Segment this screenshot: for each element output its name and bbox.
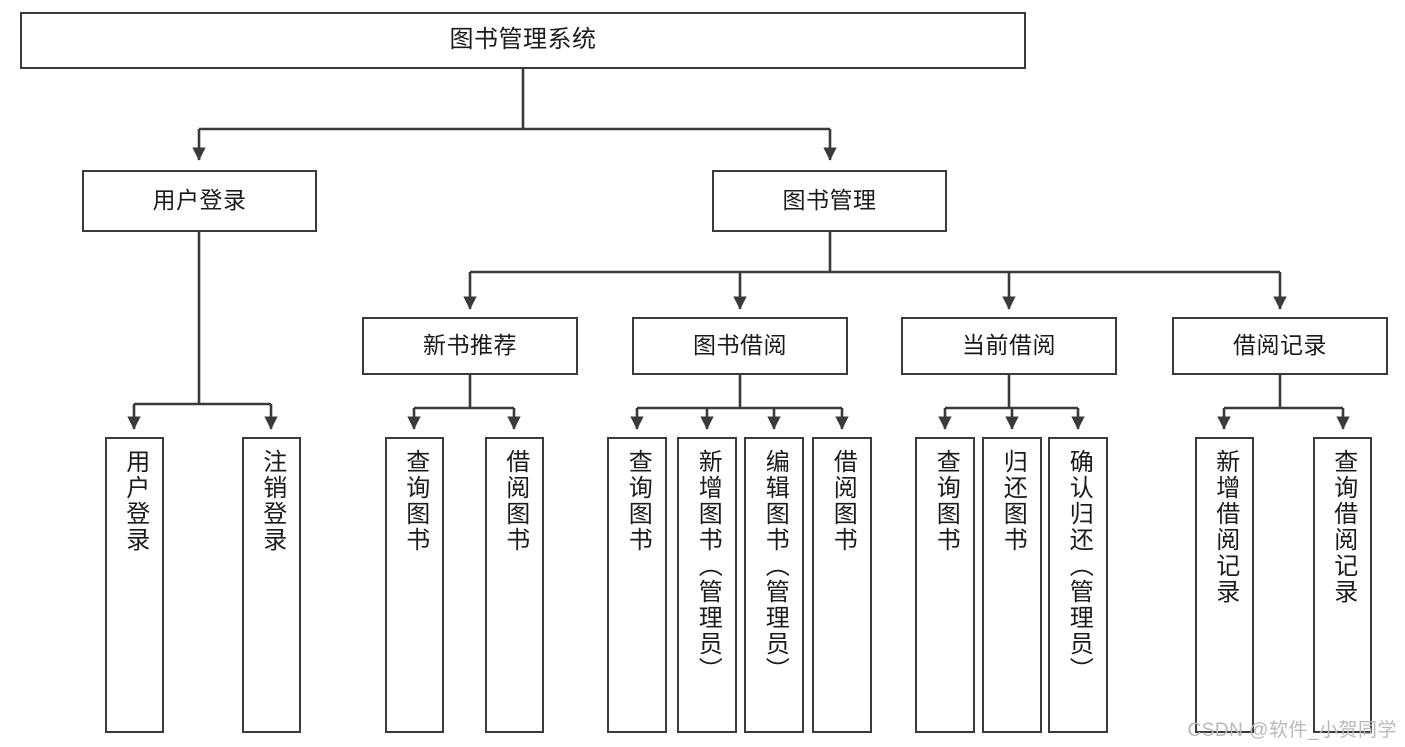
leaf-user-login-signout[interactable]: 注销登录 bbox=[242, 437, 301, 733]
node-user-login[interactable]: 用户登录 bbox=[82, 170, 317, 232]
node-label: 图书管理系统 bbox=[449, 26, 597, 54]
node-label: 确认归还（管理员） bbox=[1065, 449, 1093, 683]
leaf-current-borrow-return[interactable]: 归还图书 bbox=[982, 437, 1042, 733]
node-label: 用户登录 bbox=[121, 449, 149, 553]
node-label: 图书借阅 bbox=[693, 332, 787, 359]
leaf-borrow-record-query[interactable]: 查询借阅记录 bbox=[1313, 437, 1372, 733]
node-label: 新增图书（管理员） bbox=[694, 449, 722, 683]
leaf-book-borrow-lend[interactable]: 借阅图书 bbox=[812, 437, 872, 733]
node-label: 新增借阅记录 bbox=[1211, 449, 1239, 605]
node-current-borrow[interactable]: 当前借阅 bbox=[901, 317, 1117, 375]
node-label: 借阅图书 bbox=[829, 449, 857, 553]
node-label: 注销登录 bbox=[258, 449, 286, 553]
leaf-new-book-query[interactable]: 查询图书 bbox=[385, 437, 444, 733]
node-label: 新书推荐 bbox=[423, 332, 517, 359]
node-label: 借阅图书 bbox=[501, 449, 529, 553]
node-label: 借阅记录 bbox=[1233, 332, 1327, 359]
leaf-book-borrow-query[interactable]: 查询图书 bbox=[607, 437, 667, 733]
node-book-borrow[interactable]: 图书借阅 bbox=[632, 317, 848, 375]
node-label: 查询借阅记录 bbox=[1329, 449, 1357, 605]
node-root-system[interactable]: 图书管理系统 bbox=[20, 12, 1026, 69]
node-label: 图书管理 bbox=[782, 187, 877, 214]
leaf-borrow-record-add[interactable]: 新增借阅记录 bbox=[1195, 437, 1254, 733]
node-book-management[interactable]: 图书管理 bbox=[712, 170, 947, 232]
leaf-book-borrow-edit[interactable]: 编辑图书（管理员） bbox=[744, 437, 804, 733]
node-label: 查询图书 bbox=[624, 449, 652, 553]
node-label: 当前借阅 bbox=[962, 332, 1056, 359]
leaf-book-borrow-add[interactable]: 新增图书（管理员） bbox=[677, 437, 737, 733]
node-label: 用户登录 bbox=[152, 187, 247, 214]
node-label: 编辑图书（管理员） bbox=[761, 449, 789, 683]
leaf-new-book-borrow[interactable]: 借阅图书 bbox=[485, 437, 544, 733]
csdn-watermark: CSDN @软件_小贺同学 bbox=[1187, 720, 1397, 741]
node-label: 查询图书 bbox=[401, 449, 429, 553]
leaf-current-borrow-confirm-return[interactable]: 确认归还（管理员） bbox=[1048, 437, 1108, 733]
leaf-current-borrow-query[interactable]: 查询图书 bbox=[915, 437, 975, 733]
node-label: 归还图书 bbox=[999, 449, 1027, 553]
node-borrow-record[interactable]: 借阅记录 bbox=[1172, 317, 1388, 375]
node-label: 查询图书 bbox=[932, 449, 960, 553]
leaf-user-login-signin[interactable]: 用户登录 bbox=[105, 437, 164, 733]
node-new-book-recommend[interactable]: 新书推荐 bbox=[362, 317, 578, 375]
